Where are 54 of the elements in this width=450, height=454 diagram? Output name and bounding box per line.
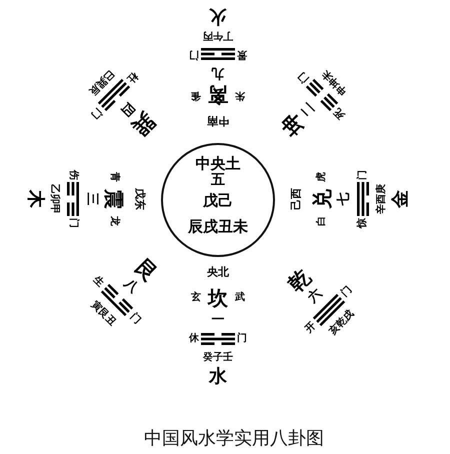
- mountain-label: 寅艮丑: [89, 299, 118, 328]
- element-label: 水: [209, 368, 227, 386]
- direction-label: 中南: [207, 116, 229, 126]
- mountain-label: 申坤未: [321, 67, 350, 96]
- number-label: 七: [338, 192, 350, 206]
- mountain-label: 丁午丙: [203, 30, 233, 40]
- guardian-label: 青: [109, 172, 119, 182]
- number-label: 三: [86, 192, 98, 206]
- element-label: 金: [392, 190, 410, 208]
- element-label: 木: [26, 190, 44, 208]
- branch-label: 辰戌丑未: [188, 220, 248, 234]
- number-label: 二: [298, 100, 317, 118]
- trigram-name: 离: [208, 85, 228, 105]
- gate-label: 门: [68, 218, 78, 228]
- gate-label: 门: [88, 106, 103, 120]
- caption: 中国风水学实用八卦图: [144, 430, 324, 448]
- element-label: 火: [209, 7, 227, 25]
- number-label: 八: [122, 276, 140, 296]
- number-label: 一: [212, 314, 224, 326]
- gate-label: 门: [237, 334, 247, 344]
- gate-label: 门: [296, 70, 311, 84]
- gate-label: 景: [237, 49, 247, 59]
- gate-label: 生: [91, 274, 106, 289]
- gate-label: 门: [358, 170, 368, 180]
- guardian-label: 白: [317, 216, 327, 226]
- mountain-label: 亥乾戌: [328, 309, 357, 338]
- gate-label: 惊: [358, 218, 368, 228]
- gate-label: 门: [189, 49, 199, 59]
- guardian-label: 武: [235, 293, 245, 303]
- gate-label: 死: [333, 106, 348, 120]
- guardian-label: 龙: [109, 216, 119, 226]
- guardian-label: 玄: [191, 293, 201, 303]
- trigram-name: 坎: [208, 288, 228, 308]
- center-title: 中央土: [196, 156, 240, 172]
- number-label: 九: [212, 66, 224, 80]
- guardian-label: 朱: [235, 90, 245, 100]
- guardian-label: 雀: [191, 90, 201, 100]
- mountain-label: 癸子壬: [203, 353, 233, 363]
- gate-label: 门: [128, 311, 142, 326]
- trigram-name: 兑: [312, 189, 332, 209]
- direction-label: 己西: [290, 188, 302, 210]
- guardian-label: 虎: [317, 172, 327, 182]
- gate-label: 杜: [125, 70, 140, 84]
- trigram-name: 震: [104, 189, 124, 209]
- gate-label: 门: [340, 284, 354, 299]
- mountain-label: 乙卯甲: [49, 184, 59, 214]
- mountain-label: 辛酉庚: [377, 184, 387, 214]
- gate-label: 伤: [68, 170, 78, 180]
- stem-label: 戊己: [203, 194, 233, 208]
- gate-label: 休: [189, 334, 199, 344]
- direction-label: 戊东: [134, 188, 146, 210]
- gate-label: 开: [304, 321, 318, 336]
- number-label: 五: [211, 173, 225, 187]
- mountain-label: 巳巽辰: [86, 67, 115, 96]
